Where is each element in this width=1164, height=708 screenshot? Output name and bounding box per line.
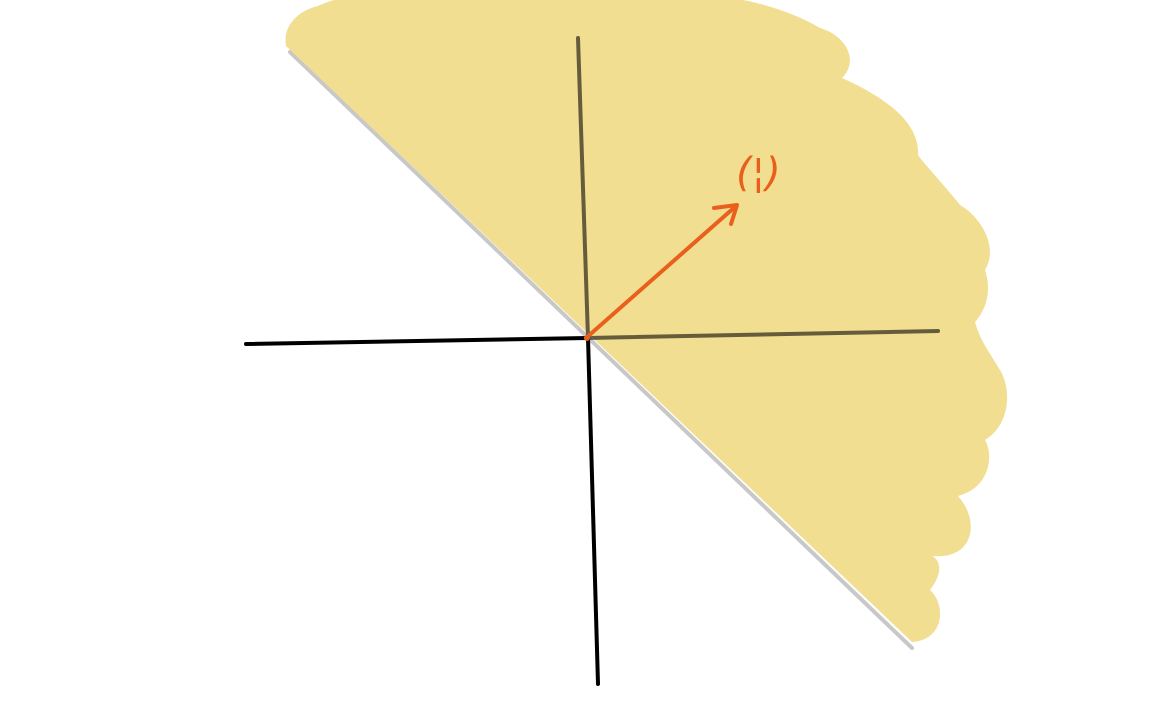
vector-arrowhead [712,203,739,226]
y-axis-bottom [586,336,600,686]
vector-label: (¦) [736,150,781,196]
origin-point [584,335,590,341]
vector-shaft [584,204,738,340]
y-axis-top [576,36,590,340]
x-axis-right [586,329,940,340]
x-axis-left [244,336,590,346]
half-plane-boundary-line [288,50,914,650]
half-plane-region [285,0,1008,642]
